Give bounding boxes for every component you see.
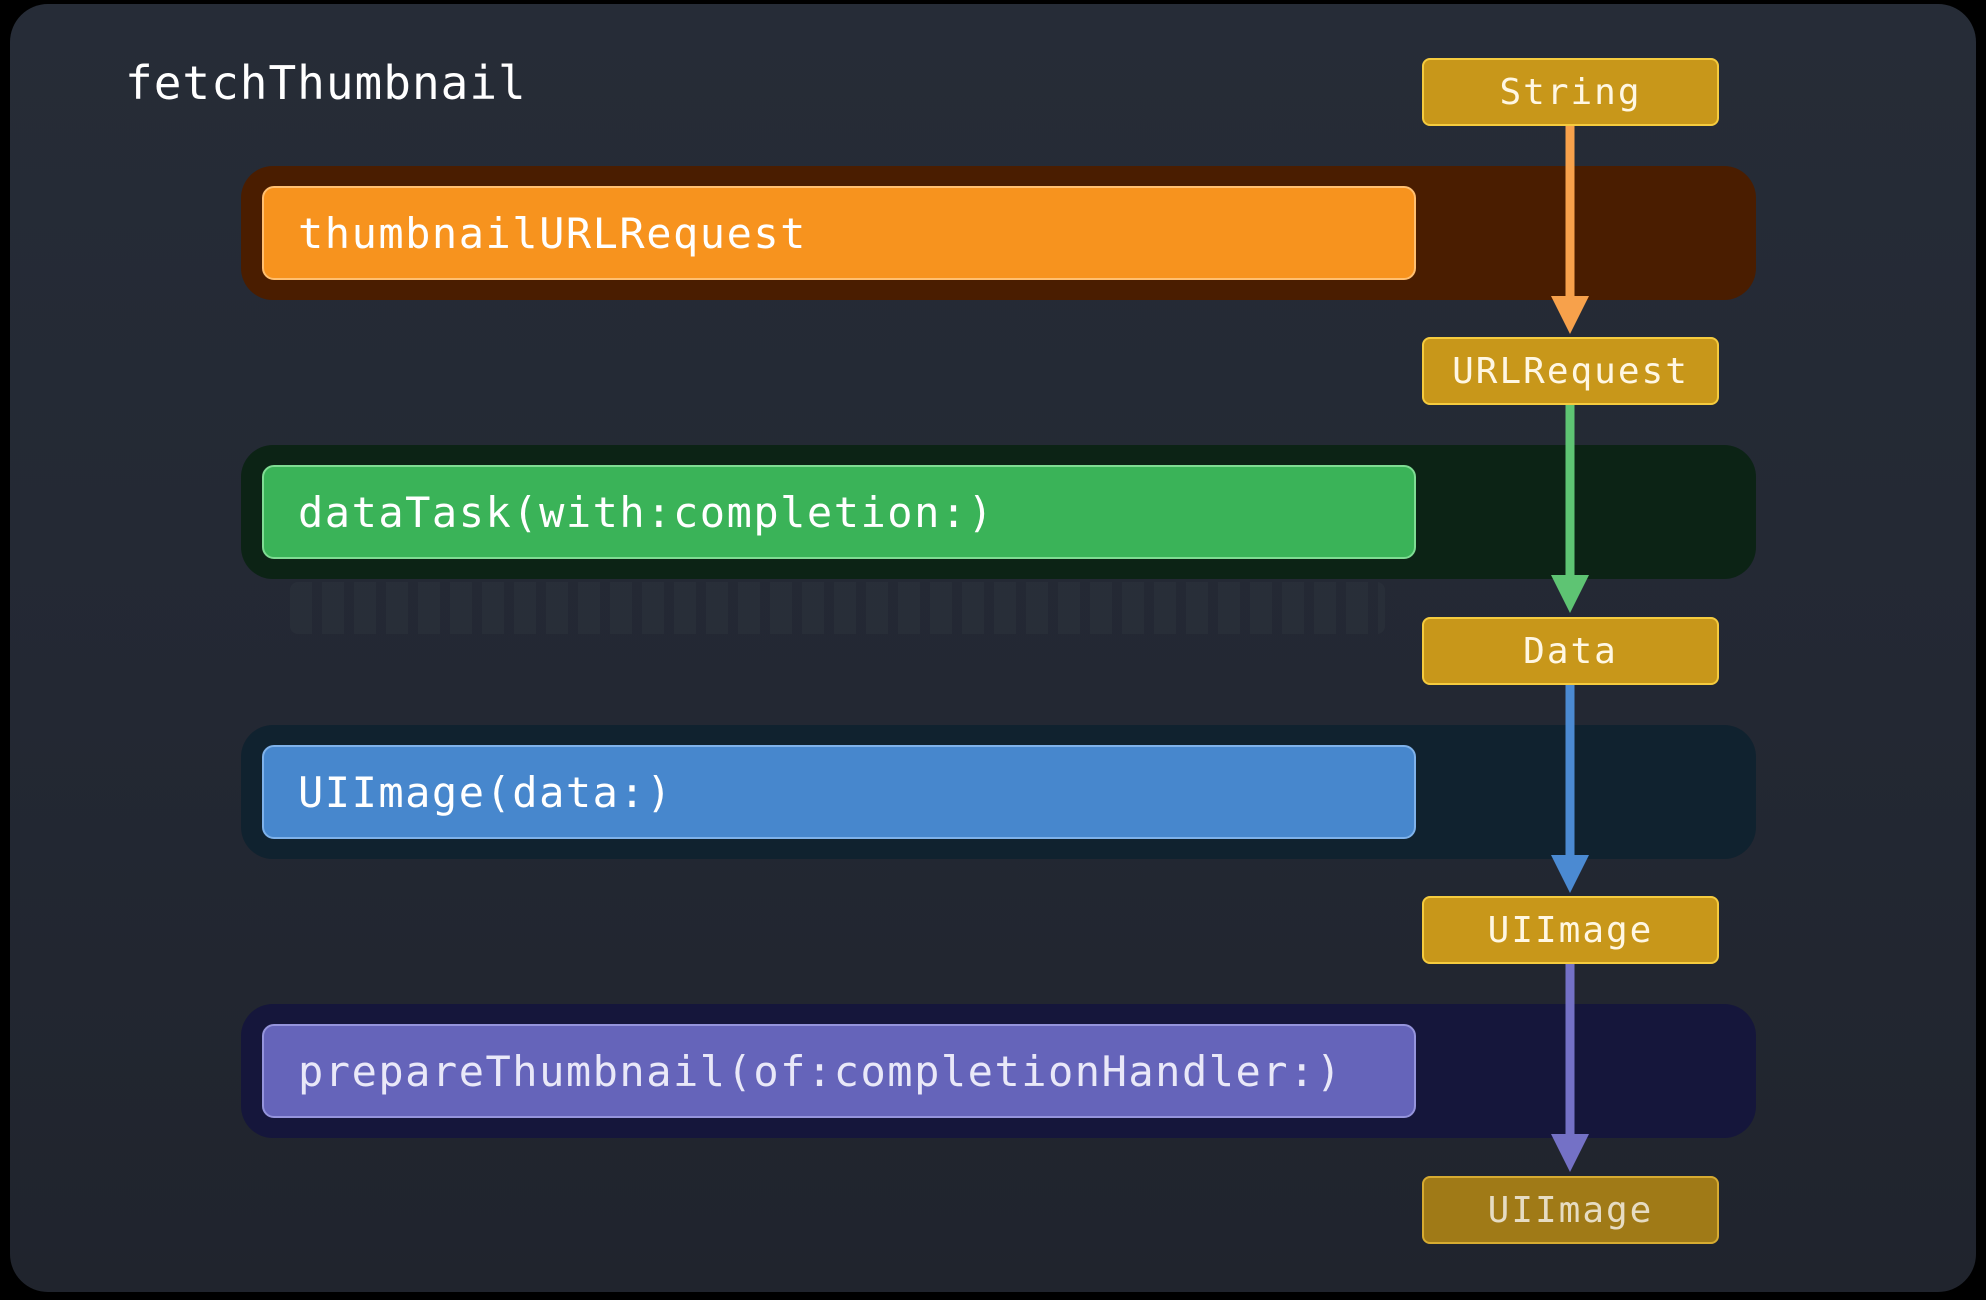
type-box-urlrequest: URLRequest — [1422, 337, 1719, 405]
faded-background-text — [290, 582, 1385, 634]
type-box-data: Data — [1422, 617, 1719, 685]
step-box-thumbnail-url-request: thumbnailURLRequest — [262, 186, 1416, 280]
type-label-string: String — [1499, 71, 1642, 113]
step-box-prepare-thumbnail: prepareThumbnail(of:completionHandler:) — [262, 1024, 1416, 1118]
diagram-canvas: fetchThumbnail thumbnailURLRequest dataT… — [10, 4, 1976, 1292]
step-label-1: thumbnailURLRequest — [298, 208, 807, 258]
step-box-uiimage-data: UIImage(data:) — [262, 745, 1416, 839]
step-box-data-task: dataTask(with:completion:) — [262, 465, 1416, 559]
type-label-urlrequest: URLRequest — [1452, 350, 1689, 392]
type-label-uiimage: UIImage — [1487, 909, 1654, 951]
type-box-string: String — [1422, 58, 1719, 126]
type-box-uiimage-thumbnail: UIImage — [1422, 1176, 1719, 1244]
step-label-3: UIImage(data:) — [298, 767, 674, 817]
step-label-2: dataTask(with:completion:) — [298, 487, 995, 537]
type-label-data: Data — [1523, 630, 1618, 672]
diagram-title: fetchThumbnail — [125, 56, 527, 110]
type-label-uiimage-thumbnail: UIImage — [1487, 1189, 1654, 1231]
type-box-uiimage: UIImage — [1422, 896, 1719, 964]
step-label-4: prepareThumbnail(of:completionHandler:) — [298, 1046, 1343, 1096]
